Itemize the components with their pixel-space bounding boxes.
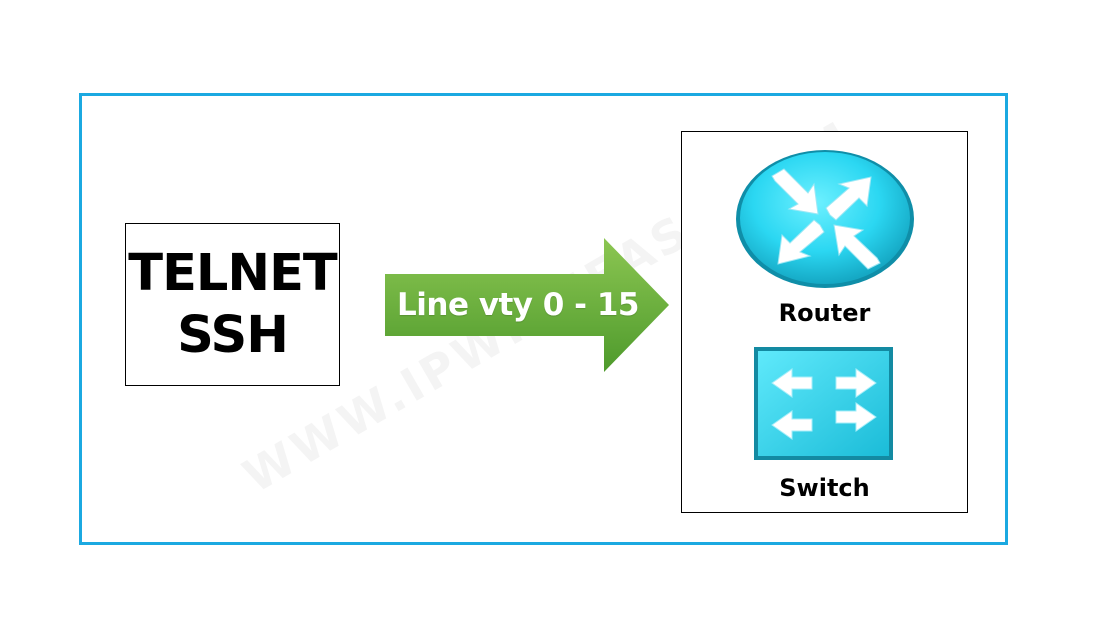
protocols-box: TELNET SSH: [125, 223, 340, 386]
switch-icon: [754, 347, 893, 460]
vty-arrow: Line vty 0 - 15: [383, 237, 671, 373]
protocol-telnet: TELNET: [128, 243, 337, 303]
protocol-ssh: SSH: [177, 305, 289, 365]
router-label: Router: [778, 299, 871, 327]
arrow-right-icon: [385, 238, 669, 372]
arrow-label: Line vty 0 - 15: [397, 287, 639, 323]
switch-label: Switch: [779, 474, 870, 502]
router-icon: [736, 150, 914, 288]
